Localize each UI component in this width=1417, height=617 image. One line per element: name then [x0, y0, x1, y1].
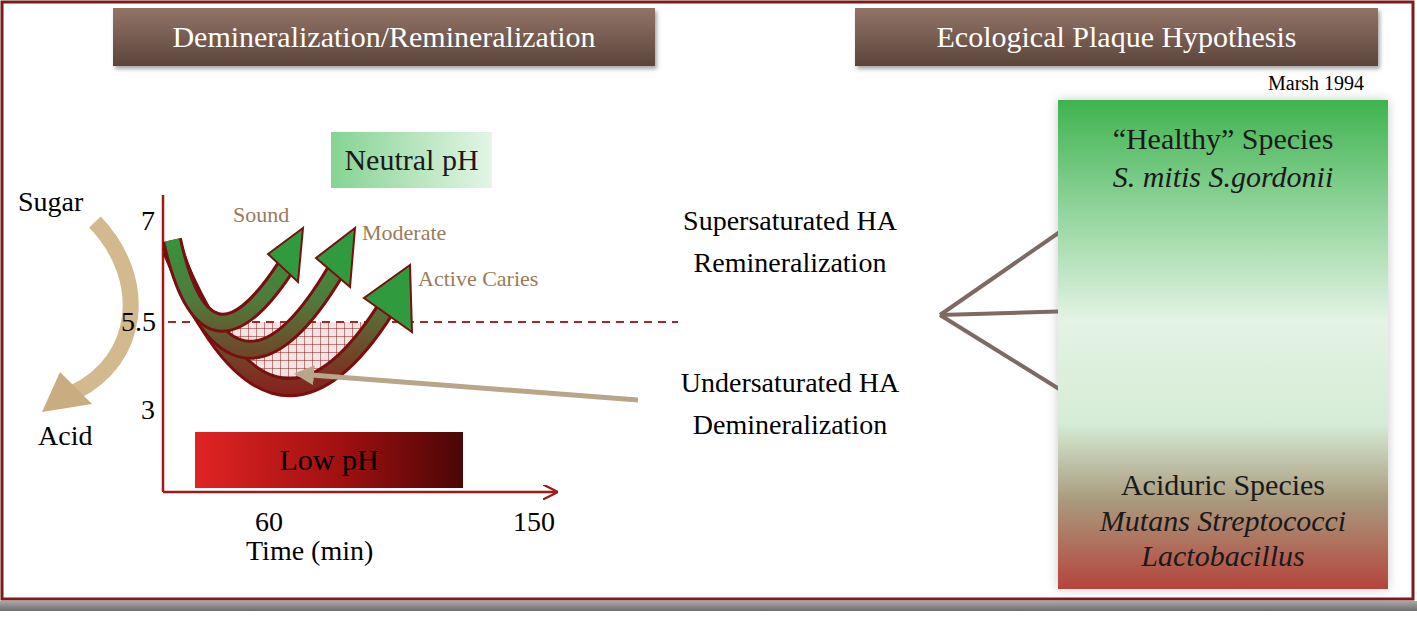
axis-process-label: Acid [38, 420, 92, 452]
node-label: Demineralization/Remineralization [172, 20, 595, 55]
state-label: Supersaturated HA Remineralization [640, 200, 940, 284]
species-band: “Healthy” SpeciesS. mitis S.gordoniiAcid… [1058, 100, 1388, 589]
pointer-arrow [298, 374, 638, 400]
citation: Marsh 1994 [1268, 72, 1364, 95]
sound-curve [172, 240, 285, 323]
ph-box: Neutral pH [331, 132, 492, 188]
curve-label: Active Caries [418, 266, 538, 291]
y-tick-label: 7 [141, 205, 155, 237]
sugar-acid-arrowhead [42, 372, 92, 412]
group-heading: “Healthy” Species [1068, 122, 1378, 157]
group-heading: Aciduric Species [1068, 468, 1378, 503]
y-axis [162, 195, 165, 492]
x-axis [163, 491, 555, 494]
sound-arrowhead [268, 228, 303, 282]
x-tick-label: 150 [513, 506, 555, 538]
node-label: Low pH [279, 443, 378, 478]
species-names: Mutans Streptococci Lactobacillus [1068, 504, 1378, 573]
node-label: Neutral pH [344, 143, 478, 178]
bottom-bar [0, 601, 1417, 611]
state-label: Undersaturated HA Demineralization [640, 362, 940, 446]
y-tick-label: 5.5 [121, 306, 156, 338]
curve-label: Sound [233, 202, 289, 227]
y-tick-label: 3 [141, 394, 155, 426]
moderate-arrowhead [316, 228, 355, 287]
x-tick-label: 60 [255, 506, 283, 538]
sound-curve-fill [172, 240, 285, 323]
frame [2, 2, 1413, 599]
header-banner: Ecological Plaque Hypothesis [855, 8, 1378, 66]
active-caries-arrowhead [364, 265, 412, 332]
header-banner: Demineralization/Remineralization [113, 8, 655, 66]
axis-process-label: Sugar [18, 186, 83, 218]
node-label: Ecological Plaque Hypothesis [937, 20, 1297, 55]
x-axis-title: Time (min) [246, 535, 373, 567]
curve-label: Moderate [362, 220, 446, 245]
species-names: S. mitis S.gordonii [1068, 160, 1378, 195]
ph-box: Low pH [195, 432, 463, 488]
